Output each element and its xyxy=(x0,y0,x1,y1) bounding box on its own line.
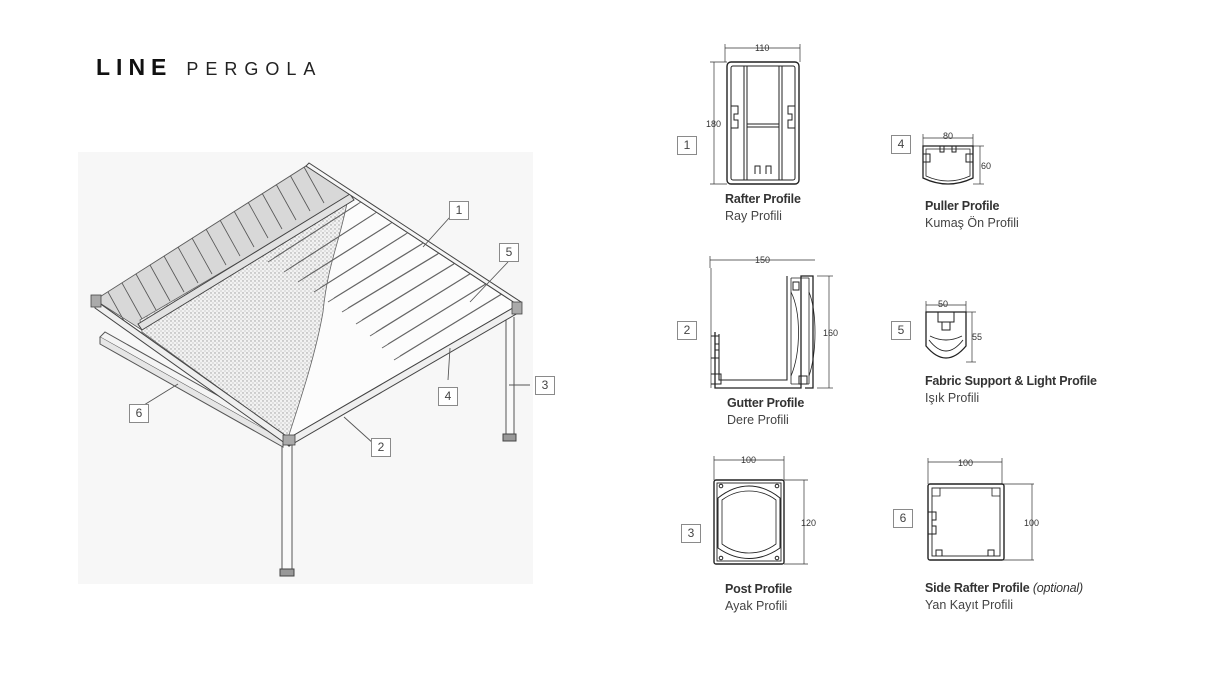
page-title: LINE PERGOLA xyxy=(96,54,322,81)
gutter-profile-drawing: 150 160 xyxy=(709,255,838,389)
gutter-height-label: 160 xyxy=(823,328,838,338)
rafter-profile-drawing: 110 180 xyxy=(706,43,801,185)
post-profile-name: Post Profile xyxy=(725,582,793,596)
title-light: PERGOLA xyxy=(186,59,323,79)
side-rafter-profile-drawing: 100 100 xyxy=(927,458,1039,561)
side-rafter-profile-name: Side Rafter Profile xyxy=(925,581,1030,595)
gutter-profile-caption: Gutter Profile Dere Profili xyxy=(727,395,804,429)
side-rafter-profile-caption: Side Rafter Profile (optional) Yan Kayıt… xyxy=(925,580,1083,614)
profile-2-badge: 2 xyxy=(677,321,697,340)
gutter-profile-name: Gutter Profile xyxy=(727,396,805,410)
rafter-profile-name-tr: Ray Profili xyxy=(725,209,782,223)
puller-height-label: 60 xyxy=(981,161,991,171)
rafter-width-label: 110 xyxy=(755,43,769,53)
light-width-label: 50 xyxy=(938,299,948,309)
puller-profile-name: Puller Profile xyxy=(925,199,1000,213)
gutter-profile-name-tr: Dere Profili xyxy=(727,413,789,427)
fabric-mesh xyxy=(139,197,349,438)
callout-1: 1 xyxy=(449,201,469,220)
puller-profile-name-tr: Kumaş Ön Profili xyxy=(925,216,1019,230)
light-profile-name: Fabric Support & Light Profile xyxy=(925,374,1097,388)
light-profile-drawing: 50 55 xyxy=(925,299,982,363)
front-post xyxy=(279,444,295,577)
side-rafter-optional-note: (optional) xyxy=(1032,581,1083,595)
side-rafter-width-label: 100 xyxy=(958,458,973,468)
puller-width-label: 80 xyxy=(943,131,953,141)
right-post xyxy=(502,317,517,442)
puller-profile-drawing: 80 60 xyxy=(922,131,991,185)
light-profile-name-tr: Işık Profili xyxy=(925,391,980,405)
rafter-profile-name: Rafter Profile xyxy=(725,192,801,206)
rafter-profile-caption: Rafter Profile Ray Profili xyxy=(725,191,801,225)
rafters xyxy=(267,199,509,361)
light-profile-caption: Fabric Support & Light Profile Işık Prof… xyxy=(925,373,1097,407)
puller-profile-caption: Puller Profile Kumaş Ön Profili xyxy=(925,198,1019,232)
side-rafter-profile-name-tr: Yan Kayıt Profili xyxy=(925,598,1014,612)
side-rafter-profile-title: Side Rafter Profile (optional) xyxy=(925,580,1083,597)
callout-5: 5 xyxy=(499,243,519,262)
post-width-label: 100 xyxy=(741,455,756,465)
callout-2: 2 xyxy=(371,438,391,457)
post-profile-caption: Post Profile Ayak Profili xyxy=(725,581,792,615)
post-profile-name-tr: Ayak Profili xyxy=(725,599,788,613)
gutter-width-label: 150 xyxy=(755,255,770,265)
rafter-height-label: 180 xyxy=(706,119,721,129)
post-profile-drawing: 100 120 xyxy=(713,455,816,565)
pergola-illustration xyxy=(78,152,533,584)
profile-1-badge: 1 xyxy=(677,136,697,155)
light-height-label: 55 xyxy=(972,332,982,342)
callout-3: 3 xyxy=(535,376,555,395)
callout-6: 6 xyxy=(129,404,149,423)
profile-6-badge: 6 xyxy=(893,509,913,528)
callout-4: 4 xyxy=(438,387,458,406)
profile-3-badge: 3 xyxy=(681,524,701,543)
post-height-label: 120 xyxy=(801,518,816,528)
folded-fabric xyxy=(95,166,354,331)
title-bold: LINE xyxy=(96,54,173,80)
profile-4-badge: 4 xyxy=(891,135,911,154)
side-rafter-height-label: 100 xyxy=(1024,518,1039,528)
profile-5-badge: 5 xyxy=(891,321,911,340)
